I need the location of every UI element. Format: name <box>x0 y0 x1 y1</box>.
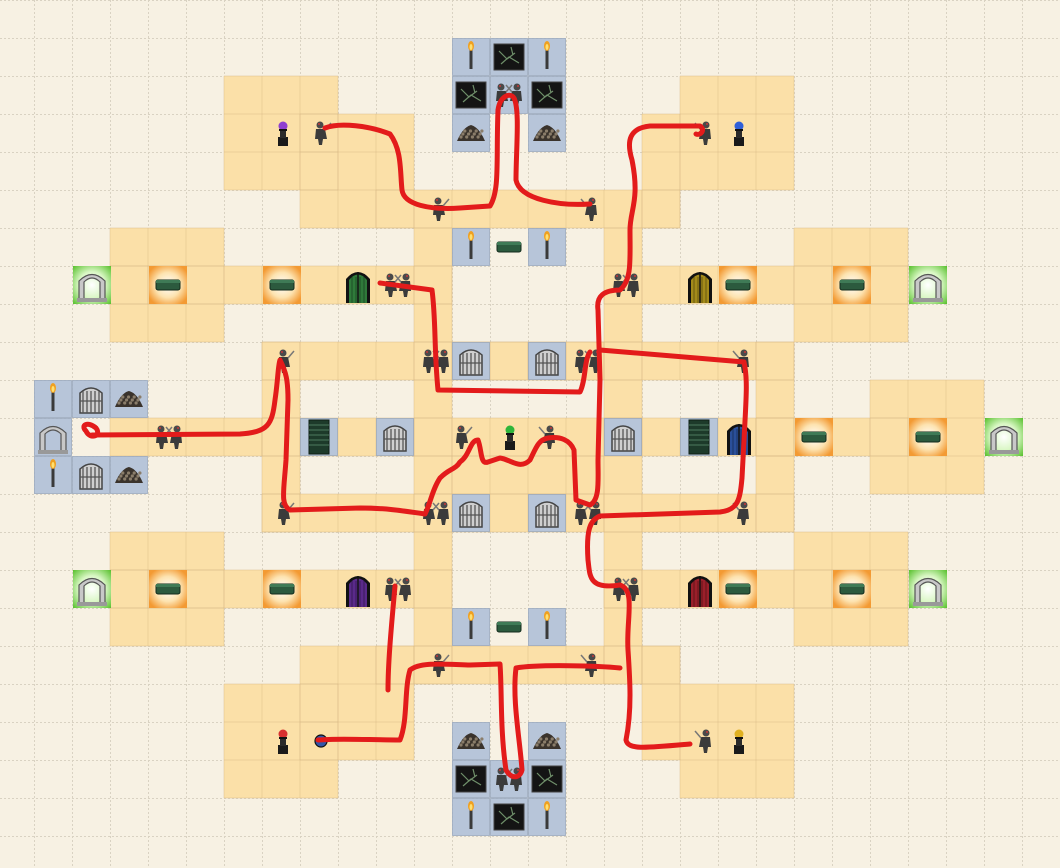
portal-icon <box>73 266 111 304</box>
lamp-icon <box>734 121 744 146</box>
portal-icon <box>73 570 111 608</box>
chest-icon <box>149 266 187 304</box>
door-icon <box>346 272 370 303</box>
lamp-icon <box>278 729 288 754</box>
ore-icon <box>455 765 487 793</box>
ore-icon <box>493 803 525 831</box>
torch-icon <box>544 41 550 69</box>
cage-icon <box>535 501 559 528</box>
door-icon <box>688 576 712 607</box>
monster-icon <box>694 729 711 753</box>
door-icon <box>688 272 712 303</box>
torch-icon <box>50 459 56 487</box>
rubble-icon <box>115 391 143 407</box>
cage-icon <box>459 501 483 528</box>
torch-icon <box>544 231 550 259</box>
door-icon <box>346 576 370 607</box>
chest-icon <box>263 266 301 304</box>
cage-icon <box>383 425 407 452</box>
torch-icon <box>468 231 474 259</box>
route-stroke <box>377 280 593 395</box>
portal-icon <box>38 425 68 454</box>
chest-icon <box>496 621 522 633</box>
cage-icon <box>459 349 483 376</box>
chest-icon <box>833 570 871 608</box>
route-stroke <box>322 92 593 211</box>
rubble-icon <box>533 125 561 141</box>
rubble-icon <box>457 125 485 141</box>
chest-icon <box>909 418 947 456</box>
lamp-icon <box>734 729 744 754</box>
rubble-icon <box>533 733 561 749</box>
door-icon <box>308 419 330 455</box>
ore-icon <box>531 81 563 109</box>
route-stroke <box>315 661 623 780</box>
route-stroke <box>585 347 749 750</box>
torch-icon <box>468 41 474 69</box>
door-icon <box>688 419 710 455</box>
rubble-icon <box>115 467 143 483</box>
cage-icon <box>611 425 635 452</box>
ore-icon <box>493 43 525 71</box>
chest-icon <box>263 570 301 608</box>
door-icon <box>727 424 751 455</box>
lamp-icon <box>505 425 515 450</box>
chest-icon <box>719 570 757 608</box>
chest-icon <box>795 418 833 456</box>
rubble-icon <box>457 733 485 749</box>
chest-icon <box>833 266 871 304</box>
cage-icon <box>79 387 103 414</box>
cage-icon <box>79 463 103 490</box>
monster-icon <box>456 425 473 449</box>
lamp-icon <box>278 121 288 146</box>
chest-icon <box>496 241 522 253</box>
map-icons <box>38 41 1023 831</box>
drawn-route <box>81 92 749 780</box>
torch-icon <box>544 801 550 829</box>
torch-icon <box>468 611 474 639</box>
route-stroke <box>385 583 398 693</box>
floor-tiles <box>109 75 985 799</box>
portal-icon <box>909 266 947 304</box>
torch-icon <box>468 801 474 829</box>
monster-icon <box>394 577 411 601</box>
ore-icon <box>531 765 563 793</box>
torch-icon <box>544 611 550 639</box>
chest-icon <box>719 266 757 304</box>
torch-icon <box>50 383 56 411</box>
monster-icon <box>622 577 639 601</box>
route-stroke <box>89 123 705 517</box>
portal-icon <box>909 570 947 608</box>
chest-icon <box>149 570 187 608</box>
ore-icon <box>455 81 487 109</box>
cage-icon <box>535 349 559 376</box>
portal-icon <box>985 418 1023 456</box>
monster-icon <box>432 501 449 525</box>
